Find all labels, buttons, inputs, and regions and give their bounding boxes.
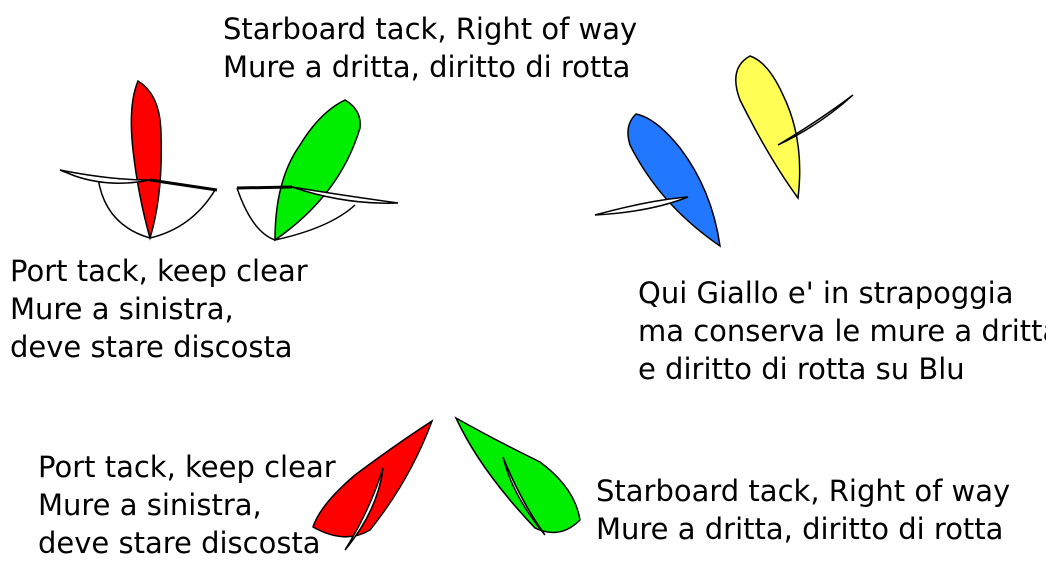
label-top-center-line-1: Starboard tack, Right of way xyxy=(223,12,638,46)
yellow-boat-sail xyxy=(777,94,854,146)
bottom-green-boat-starboard-tack xyxy=(454,416,581,536)
label-top-center: Starboard tack, Right of way Mure a drit… xyxy=(223,10,637,86)
label-bottom-right: Starboard tack, Right of way Mure a drit… xyxy=(596,472,1010,548)
label-right-middle: Qui Giallo e' in strapoggia ma conserva … xyxy=(638,274,1046,388)
bottom-green-boat-hull xyxy=(454,416,581,534)
blue-boat-sail xyxy=(594,196,689,216)
label-left-middle-line-1: Port tack, keep clear xyxy=(10,254,308,288)
blue-boat-hull xyxy=(627,113,721,248)
red-boat-port-tack xyxy=(59,79,218,241)
label-right-middle-line-1: Qui Giallo e' in strapoggia xyxy=(638,276,1014,310)
red-boat-hull xyxy=(130,79,162,241)
red-boat-boom xyxy=(149,178,218,192)
label-top-center-line-2: Mure a dritta, diritto di rotta xyxy=(223,50,631,84)
label-left-middle-line-2: Mure a sinistra, xyxy=(10,292,234,326)
yellow-boat xyxy=(735,55,854,200)
green-boat-sail xyxy=(291,186,399,204)
bottom-red-boat-hull xyxy=(312,419,434,538)
green-boat-starboard-tack xyxy=(236,99,399,242)
label-bottom-right-line-1: Starboard tack, Right of way xyxy=(596,474,1011,508)
label-right-middle-line-3: e diritto di rotta su Blu xyxy=(638,352,965,386)
bottom-green-boat-sail xyxy=(502,456,546,536)
label-left-middle-line-3: deve stare discosta xyxy=(10,330,293,364)
bottom-red-boat-sail xyxy=(344,467,384,551)
bottom-red-boat-port-tack xyxy=(312,419,434,551)
label-bottom-left-line-3: deve stare discosta xyxy=(38,526,321,560)
label-bottom-left: Port tack, keep clear Mure a sinistra, d… xyxy=(38,448,336,562)
label-bottom-right-line-2: Mure a dritta, diritto di rotta xyxy=(596,512,1004,546)
label-bottom-left-line-1: Port tack, keep clear xyxy=(38,450,336,484)
label-right-middle-line-2: ma conserva le mure a dritta xyxy=(638,314,1046,348)
label-bottom-left-line-2: Mure a sinistra, xyxy=(38,488,262,522)
blue-boat xyxy=(594,113,721,248)
green-boat-hull xyxy=(274,99,361,242)
green-boat-boom xyxy=(236,185,293,190)
label-left-middle: Port tack, keep clear Mure a sinistra, d… xyxy=(10,252,308,366)
yellow-boat-hull xyxy=(735,55,801,200)
